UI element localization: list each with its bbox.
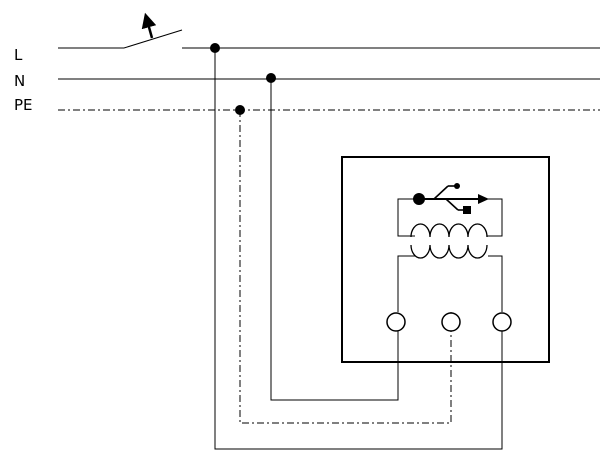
terminal-middle bbox=[441, 312, 461, 332]
wire-pe bbox=[239, 110, 452, 424]
usb-socket-box bbox=[341, 156, 550, 363]
secondary-circuit bbox=[397, 198, 503, 237]
wire-l bbox=[214, 48, 503, 450]
wire-n bbox=[270, 78, 399, 401]
switch-contact bbox=[123, 29, 183, 49]
transformer-icon bbox=[410, 223, 488, 259]
terminal-left bbox=[386, 312, 406, 332]
switch-icon bbox=[141, 12, 157, 39]
label-n: N bbox=[14, 72, 25, 90]
terminal-right bbox=[492, 312, 512, 332]
label-pe: PE bbox=[14, 96, 33, 114]
usb-icon bbox=[413, 183, 489, 214]
primary-winding bbox=[410, 244, 488, 259]
label-l: L bbox=[14, 46, 23, 64]
l-bus bbox=[58, 29, 600, 49]
secondary-winding bbox=[410, 223, 488, 238]
